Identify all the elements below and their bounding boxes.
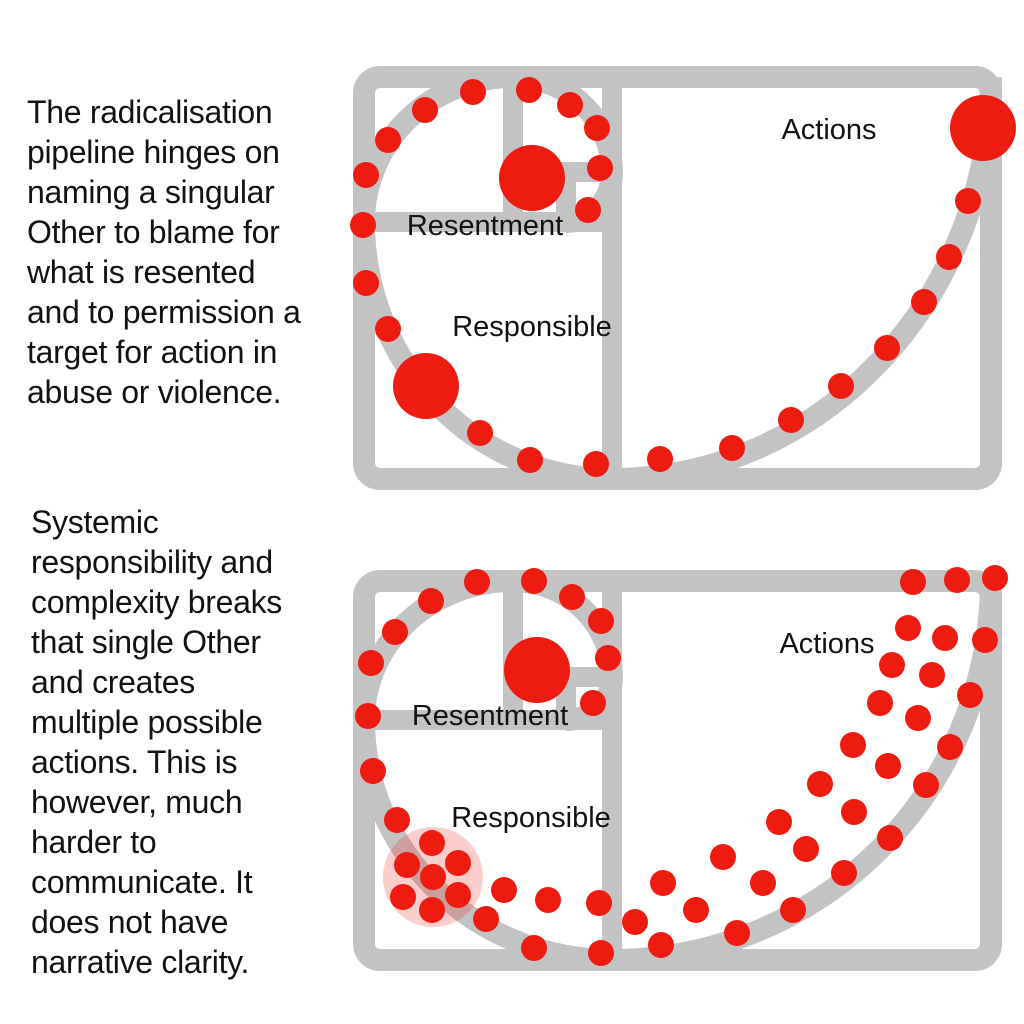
spiral-dot [412, 97, 438, 123]
spiral-dot [575, 197, 601, 223]
spiral-dot [460, 79, 486, 105]
spiral-dot [875, 753, 901, 779]
diagram-label-resentment: Resentment [407, 210, 563, 242]
spiral-dot [587, 155, 613, 181]
spiral-dot [473, 906, 499, 932]
spiral-dot [780, 897, 806, 923]
spiral-dot [877, 825, 903, 851]
diagram-label-resentment: Resentment [412, 700, 568, 732]
diagram-label-responsible: Responsible [452, 311, 612, 343]
diagram-label-responsible: Responsible [451, 802, 611, 834]
spiral-dot [559, 584, 585, 610]
spiral-dot [588, 940, 614, 966]
spiral-dot [650, 870, 676, 896]
spiral-dot [972, 627, 998, 653]
spiral-dot [895, 615, 921, 641]
spiral-dot [957, 682, 983, 708]
spiral-dot [841, 799, 867, 825]
spiral-dot [355, 703, 381, 729]
spiral-dot [588, 608, 614, 634]
spiral-dot [937, 734, 963, 760]
spiral-curve [352, 65, 1002, 491]
spiral-dot [521, 935, 547, 961]
spiral-dot [445, 882, 471, 908]
spiral-dot [807, 771, 833, 797]
spiral-dot [955, 188, 981, 214]
spiral-dot [445, 850, 471, 876]
paragraph-systemic: Systemic responsibility and complexity b… [31, 504, 282, 980]
diagram-label-actions: Actions [779, 628, 874, 660]
spiral-dot [419, 830, 445, 856]
spiral-dot [840, 732, 866, 758]
spiral-dot [353, 270, 379, 296]
spiral-dot [793, 836, 819, 862]
spiral-dot [375, 316, 401, 342]
spiral-dot [350, 212, 376, 238]
spiral-dot [944, 567, 970, 593]
spiral-dot [390, 884, 416, 910]
spiral-dot [647, 446, 673, 472]
spiral-dot [828, 373, 854, 399]
spiral-dot [394, 852, 420, 878]
spiral-dot [936, 244, 962, 270]
spiral-dot [557, 92, 583, 118]
spiral-dot [766, 809, 792, 835]
spiral-dot [982, 565, 1008, 591]
spiral-dot [535, 887, 561, 913]
spiral-dot-large [950, 95, 1016, 161]
diagram-label-actions: Actions [781, 114, 876, 146]
spiral-dot [648, 932, 674, 958]
spiral-dot [710, 844, 736, 870]
spiral-dot [905, 705, 931, 731]
spiral-dot [900, 569, 926, 595]
spiral-dot [750, 870, 776, 896]
spiral-dot-large [504, 637, 570, 703]
spiral-dot [683, 897, 709, 923]
spiral-dot [467, 420, 493, 446]
spiral-dot [586, 890, 612, 916]
spiral-dot [719, 435, 745, 461]
spiral-dot [491, 877, 517, 903]
spiral-dot [360, 758, 386, 784]
spiral-dot [353, 162, 379, 188]
spiral-dot [919, 662, 945, 688]
spiral-dot [874, 335, 900, 361]
spiral-dot [375, 127, 401, 153]
spiral-dot-large [393, 353, 459, 419]
spiral-dot [418, 588, 444, 614]
spiral-dot [724, 920, 750, 946]
paragraph-radicalisation: The radicalisation pipeline hinges on na… [27, 94, 301, 410]
spiral-dot [778, 407, 804, 433]
spiral-dot [879, 652, 905, 678]
spiral-dot [517, 447, 543, 473]
spiral-dot-large [499, 145, 565, 211]
spiral-dot [595, 645, 621, 671]
spiral-dot [913, 772, 939, 798]
spiral-dot [831, 860, 857, 886]
spiral-dot [911, 289, 937, 315]
spiral-dot [584, 115, 610, 141]
spiral-dot [464, 569, 490, 595]
spiral-dot [521, 568, 547, 594]
spiral-dot [583, 451, 609, 477]
spiral-dot [382, 619, 408, 645]
spiral-dot [580, 690, 606, 716]
spiral-dot [419, 897, 445, 923]
spiral-dot [932, 625, 958, 651]
spiral-dot [384, 807, 410, 833]
golden-structure [352, 65, 1002, 491]
spiral-dot [516, 77, 542, 103]
spiral-dot [867, 690, 893, 716]
spiral-dot [420, 864, 446, 890]
spiral-dot [622, 909, 648, 935]
spiral-dot [358, 650, 384, 676]
